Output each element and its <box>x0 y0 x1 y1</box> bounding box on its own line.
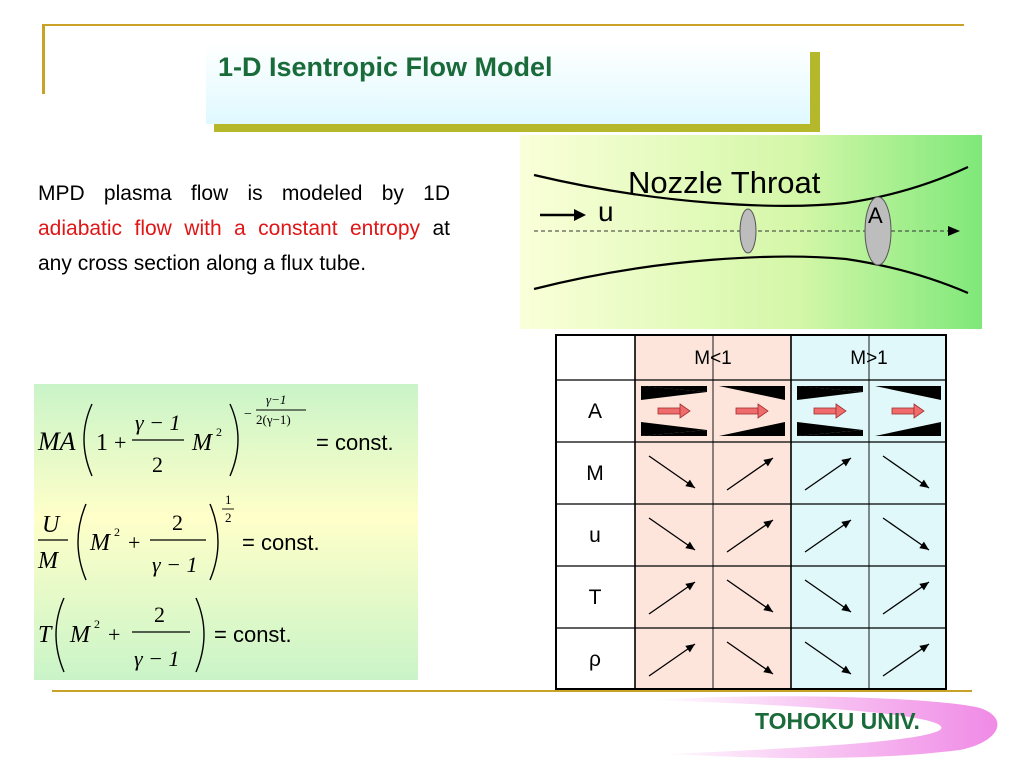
formula-3: T M 2 + 2 γ − 1 = const. <box>38 597 292 673</box>
area-label: A <box>868 203 883 228</box>
f3-m: M <box>69 622 92 648</box>
f3-eq: = const. <box>214 622 292 647</box>
f1-sq: 2 <box>216 425 222 439</box>
f2-right-paren <box>209 503 219 581</box>
row-label-5: ρ <box>589 648 601 671</box>
row-label-4: T <box>589 586 602 609</box>
f2-plus: + <box>128 530 140 555</box>
f3-sq: 2 <box>94 617 100 631</box>
footer-institution: TOHOKU UNIV. <box>755 708 920 734</box>
row-label-1: A <box>588 400 602 423</box>
slide-title: 1-D Isentropic Flow Model <box>218 52 553 82</box>
f2-left-paren <box>77 503 87 581</box>
exit-cross-section <box>864 196 892 266</box>
nozzle-lower-wall <box>533 255 969 295</box>
trend-down-r5c2 <box>726 641 774 675</box>
formula-2: U M M 2 + 2 γ − 1 1 2 = const. <box>37 492 320 581</box>
f1-exp-num: γ−1 <box>266 392 286 407</box>
f3-right-paren <box>195 597 205 673</box>
velocity-arrow-head <box>574 209 586 221</box>
trend-down-r2c1 <box>648 455 696 489</box>
trend-up-r5c4 <box>882 643 930 677</box>
trend-down-r3c4 <box>882 517 930 551</box>
f2-eq: = const. <box>242 530 320 555</box>
trend-down-r5c3 <box>804 641 852 675</box>
f1-den: 2 <box>152 452 163 477</box>
f3-num: 2 <box>154 602 165 627</box>
f1-right-paren <box>229 403 239 477</box>
f2-exp-den: 2 <box>225 510 232 525</box>
title-box <box>206 42 810 124</box>
f3-plus: + <box>108 622 120 647</box>
trend-diverging-r1c4 <box>875 386 941 436</box>
formula-panel: MA 1 + γ − 1 2 M 2 − γ−1 2(γ−1) = const.… <box>34 384 418 680</box>
trend-down-r4c2 <box>726 579 774 613</box>
f2-m-den: M <box>37 548 60 574</box>
f1-one: 1 <box>96 430 108 456</box>
nozzle-upper-wall <box>533 166 969 207</box>
intro-paragraph: MPD plasma flow is modeled by 1D adiabat… <box>38 176 450 281</box>
f1-lhs: MA <box>37 427 76 456</box>
f2-exp-num: 1 <box>225 492 232 507</box>
f2-sq: 2 <box>114 525 120 539</box>
f1-m: M <box>191 430 214 456</box>
f2-den: γ − 1 <box>152 552 198 577</box>
intro-highlight: adiabatic flow with a constant entropy <box>38 217 421 240</box>
velocity-label: u <box>598 196 614 227</box>
intro-text-2: at any cross section along a flux tube. <box>38 217 450 275</box>
nozzle-diagram: Nozzle Throat u A <box>520 135 982 329</box>
trend-up-r2c3 <box>804 457 852 491</box>
f1-num: γ − 1 <box>135 410 181 435</box>
trend-diverging-r1c2 <box>719 386 785 436</box>
flux-arrow-head <box>948 226 960 236</box>
f3-den: γ − 1 <box>134 646 180 671</box>
f3-left-paren <box>55 597 65 673</box>
trend-down-r2c4 <box>882 455 930 489</box>
trend-up-r3c3 <box>804 519 852 553</box>
f2-m: M <box>89 530 112 556</box>
trend-down-r4c3 <box>804 579 852 613</box>
f1-exp-minus: − <box>244 407 252 422</box>
f1-eq: = const. <box>316 430 394 455</box>
row-label-2: M <box>586 462 604 485</box>
f1-exp-den: 2(γ−1) <box>256 412 291 427</box>
bottom-rule <box>52 690 972 692</box>
trend-up-r4c4 <box>882 581 930 615</box>
trend-converging-r1c3 <box>797 386 863 436</box>
footer-swoosh <box>650 696 998 759</box>
f2-u: U <box>42 512 61 538</box>
trend-up-r2c2 <box>726 457 774 491</box>
trend-down-r3c1 <box>648 517 696 551</box>
f1-plus: + <box>114 430 126 455</box>
f2-num: 2 <box>172 510 183 535</box>
trend-up-r3c2 <box>726 519 774 553</box>
trend-converging-r1c1 <box>641 386 707 436</box>
left-rule <box>42 24 45 94</box>
f3-t: T <box>38 622 53 648</box>
formula-1: MA 1 + γ − 1 2 M 2 − γ−1 2(γ−1) = const. <box>37 392 394 477</box>
intro-text-1: MPD plasma flow is modeled by 1D <box>38 182 450 205</box>
nozzle-label: Nozzle Throat <box>628 165 821 200</box>
f1-left-paren <box>83 403 93 477</box>
row-label-3: u <box>589 524 601 547</box>
trend-up-r4c1 <box>648 581 696 615</box>
top-rule <box>44 24 964 26</box>
throat-cross-section <box>739 208 757 254</box>
trend-up-r5c1 <box>648 643 696 677</box>
